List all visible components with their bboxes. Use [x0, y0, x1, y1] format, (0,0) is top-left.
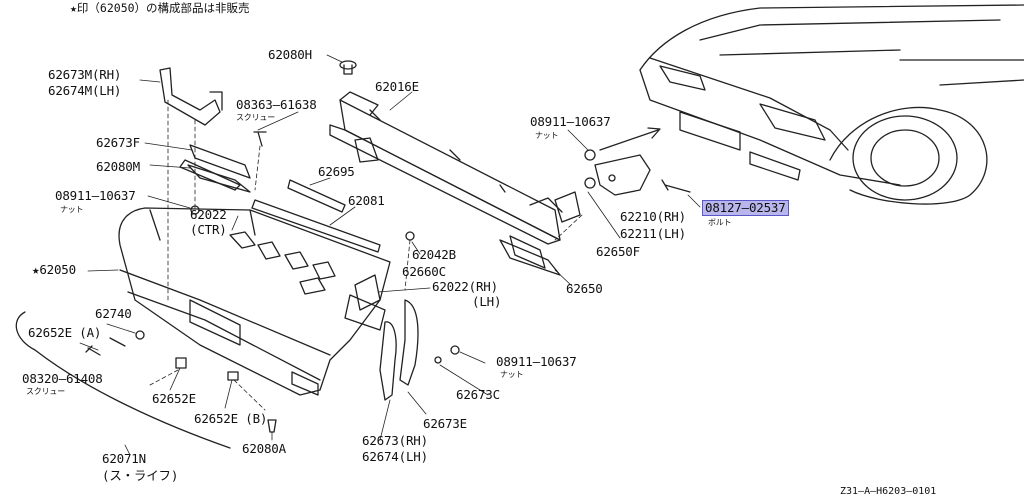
fastener-62080A	[267, 419, 277, 433]
label-62211: 62211(LH)	[620, 226, 686, 241]
label-08911-b-sub: ナット	[535, 131, 559, 140]
bracket-62210	[554, 154, 651, 223]
clip-62740	[135, 330, 145, 340]
label-08363: 08363–61638	[236, 97, 317, 112]
label-62650: 62650	[566, 281, 603, 296]
strip-62695	[287, 179, 346, 213]
label-62210: 62210(RH)	[620, 209, 686, 224]
label-08320: 08320–61408	[22, 371, 103, 386]
label-08363-sub: スクリュー	[236, 113, 275, 122]
arrowhead-icon	[647, 127, 661, 139]
screw-08320	[85, 345, 101, 356]
label-62071N-sub: (ス・ライフ)	[102, 468, 179, 483]
label-62071N: 62071N	[102, 451, 146, 466]
label-62080M: 62080M	[96, 159, 140, 174]
cap-62080H	[339, 60, 357, 70]
label-62080H: 62080H	[268, 47, 312, 62]
label-08911-b: 08911–10637	[530, 114, 611, 129]
absorber-62080M	[187, 164, 251, 193]
label-08127-highlighted[interactable]: 08127–02537	[702, 200, 789, 216]
label-62674-lh: 62674(LH)	[362, 449, 428, 464]
bumper-fascia-62050	[118, 207, 391, 396]
label-62042B: 62042B	[412, 247, 456, 262]
label-62022-ctr-2: (CTR)	[190, 222, 227, 237]
label-62674M: 62674M(LH)	[48, 83, 122, 98]
label-62022-rh: 62022(RH)	[432, 279, 498, 294]
label-62050: ★62050	[32, 262, 76, 277]
side-retainer-62673	[379, 299, 419, 401]
label-62673C: 62673C	[456, 387, 500, 402]
clip-62652E-lower	[175, 357, 187, 369]
clip-62652E	[109, 337, 126, 347]
label-08911-c: 08911–10637	[496, 354, 577, 369]
label-08911-a-sub: ナット	[60, 205, 84, 214]
label-08911-c-sub: ナット	[500, 370, 524, 379]
reference-code: Z31–A–H6203–0101	[840, 486, 937, 497]
clip-62652E-b	[227, 371, 239, 381]
label-62652E: 62652E	[152, 391, 196, 406]
label-62080A: 62080A	[242, 441, 286, 456]
label-62673-rh: 62673(RH)	[362, 433, 428, 448]
label-08911-a: 08911–10637	[55, 188, 136, 203]
side-bracket-62022	[354, 274, 381, 311]
bolt-icon	[661, 179, 691, 193]
label-62022-ctr: 62022	[190, 207, 227, 222]
label-62740: 62740	[95, 306, 132, 321]
arrow-icon	[599, 129, 659, 151]
label-62652E-a: 62652E (A)	[28, 325, 102, 340]
label-08127-sub: ボルト	[708, 218, 732, 227]
label-62650F: 62650F	[596, 244, 640, 259]
label-62081: 62081	[348, 193, 385, 208]
strip-62081	[251, 199, 381, 253]
label-62652E-b: 62652E (B)	[194, 411, 268, 426]
label-62022-lh: (LH)	[472, 294, 502, 309]
header-note: ★印（62050）の構成部品は非販売	[70, 1, 250, 15]
label-62660C: 62660C	[402, 264, 446, 279]
molding-strip-62071N	[15, 311, 231, 449]
label-62673E: 62673E	[423, 416, 467, 431]
screw-icon	[253, 131, 267, 147]
nut-icon	[584, 149, 596, 161]
label-62673M: 62673M(RH)	[48, 67, 122, 82]
label-62016E: 62016E	[375, 79, 419, 94]
car-outline-icon	[639, 4, 1024, 205]
label-62673F: 62673F	[96, 135, 140, 150]
retainer-62673F	[179, 144, 251, 191]
label-62695: 62695	[318, 164, 355, 179]
reinforcement-beam	[329, 91, 563, 269]
label-08320-sub: スクリュー	[26, 387, 65, 396]
bracket-62673M	[159, 67, 223, 126]
